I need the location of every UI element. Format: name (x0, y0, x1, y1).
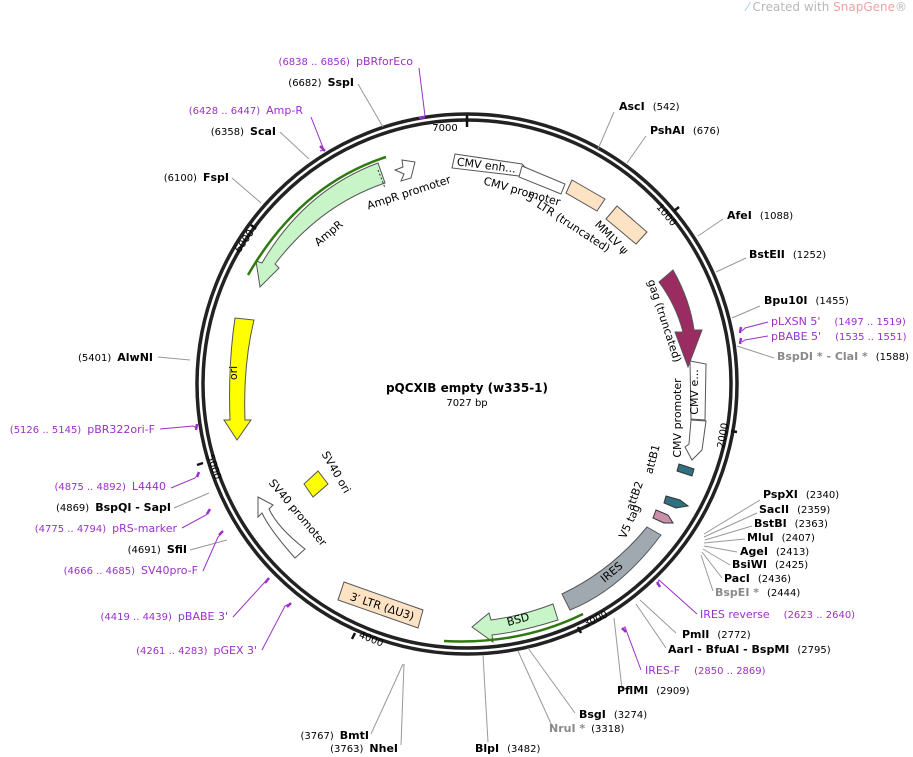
enzyme-bstbi[interactable]: BstBI(2363) (754, 517, 828, 530)
watermark-suffix: ® (895, 0, 907, 14)
enzyme-pshai[interactable]: PshAI(676) (650, 124, 720, 137)
feature-label-cmv-e2: CMV e... (688, 369, 701, 414)
tick-2000 (730, 429, 738, 434)
enzyme-bspqi-sapi[interactable]: (4869)BspQI - SapI (56, 501, 171, 514)
feature-bsd[interactable]: BSD (471, 603, 559, 644)
primer-sv40pro-f[interactable]: (4666 .. 4685)SV40pro-F (64, 564, 198, 577)
feature-ires[interactable]: IRES (561, 526, 662, 611)
enzyme-sfii[interactable]: (4691)SfiI (128, 543, 187, 556)
feature-label-sv40-ori: SV40 ori (319, 449, 353, 496)
feature-label-ori: ori (227, 366, 240, 380)
backbone-outer-ring (195, 112, 739, 656)
feature-ampr[interactable]: AmpR (255, 162, 386, 289)
primer-plxsn-5[interactable]: pLXSN 5'(1497 .. 1519) (771, 315, 906, 328)
highlight-arc-bsd (443, 612, 584, 643)
enzyme-bsteii[interactable]: BstEII(1252) (749, 248, 826, 261)
enzyme-aari-bfuai-bspmi[interactable]: AarI - BfuAI - BspMI(2795) (668, 643, 831, 656)
primer-pgex-3[interactable]: (4261 .. 4283)pGEX 3' (136, 644, 257, 657)
highlight-arc-ampr (246, 155, 387, 276)
tick-label-1000: 1000 (654, 202, 679, 229)
enzyme-bpu10i[interactable]: Bpu10I(1455) (764, 294, 849, 307)
enzyme-blpi[interactable]: BlpI(3482) (475, 742, 540, 755)
enzyme-alwni[interactable]: (5401)AlwNI (78, 351, 153, 364)
enzyme-agei[interactable]: AgeI(2413) (740, 545, 809, 558)
watermark-prefix: Created with (752, 0, 834, 14)
primer-amp-r[interactable]: (6428 .. 6447)Amp-R (189, 104, 304, 117)
enzyme-callouts-left (157, 83, 405, 746)
enzyme-pflmi[interactable]: PflMI(2909) (617, 684, 690, 697)
enzyme-bsgi[interactable]: BsgI(3274) (579, 708, 647, 721)
watermark-leaf-icon: ⁄ (746, 0, 749, 14)
tick-6000 (250, 224, 257, 230)
enzyme-bspei[interactable]: BspEI *(2444) (715, 586, 800, 599)
enzyme-paci[interactable]: PacI(2436) (724, 572, 791, 585)
enzyme-bsiwi[interactable]: BsiWI(2425) (732, 558, 808, 571)
tick-label-2000: 2000 (716, 422, 731, 449)
feature-label-v5: V5 tag (616, 502, 643, 540)
feature-sv40-ori[interactable]: SV40 ori (303, 449, 353, 498)
enzyme-sspi[interactable]: (6682)SspI (288, 76, 354, 89)
primer-prs-marker[interactable]: (4775 .. 4794)pRS-marker (35, 522, 178, 535)
primer-pbrforeco[interactable]: (6838 .. 6856)pBRforEco (279, 55, 414, 68)
primer-pbr322ori-f[interactable]: (5126 .. 5145)pBR322ori-F (10, 423, 155, 436)
enzyme-mlui[interactable]: MluI(2407) (747, 531, 815, 544)
watermark-brand: SnapGene (833, 0, 895, 14)
plasmid-length: 7027 bp (446, 398, 487, 409)
tick-3000 (576, 626, 583, 634)
snapgene-watermark: ⁄ Created with SnapGene® (747, 0, 907, 14)
feature-label-ampr: AmpR (312, 218, 346, 249)
enzyme-callouts-right (482, 111, 775, 743)
primer-ires-f[interactable]: IRES-F(2850 .. 2869) (645, 664, 766, 677)
primer-ires-reverse[interactable]: IRES reverse(2623 .. 2640) (700, 608, 855, 621)
tick-label-5000: 5000 (204, 453, 222, 481)
tick-label-7000: 7000 (432, 123, 457, 134)
enzyme-labels-right: AscI(542) PshAI(676) AfeI(1088) BstEII(1… (475, 100, 909, 755)
enzyme-pspxi[interactable]: PspXI(2340) (763, 488, 839, 501)
tick-4000 (350, 632, 357, 640)
feature-cmv-promoter-2[interactable]: CMV promoter (671, 378, 707, 461)
enzyme-bmti[interactable]: (3767)BmtI (301, 729, 369, 742)
enzyme-scai[interactable]: (6358)ScaI (211, 125, 276, 138)
feature-label-cmv-promoter-2: CMV promoter (671, 378, 684, 458)
plasmid-title: pQCXIB empty (w335-1) (386, 381, 548, 395)
feature-ori[interactable]: ori (223, 317, 255, 441)
feature-cmv-enhancer-2[interactable]: CMV e... (688, 360, 707, 421)
enzyme-nhei[interactable]: (3763)NheI (330, 742, 398, 755)
primer-pbabe-5[interactable]: pBABE 5'(1535 .. 1551) (771, 330, 907, 343)
tick-5000 (196, 461, 204, 467)
primer-l4440[interactable]: (4875 .. 4892)L4440 (54, 480, 166, 493)
enzyme-pmli[interactable]: PmlI(2772) (682, 628, 751, 641)
enzyme-nrui[interactable]: NruI *(3318) (549, 722, 624, 735)
tick-1000 (673, 206, 680, 212)
feature-label-attb1: attB1 (642, 443, 662, 475)
enzyme-afei[interactable]: AfeI(1088) (727, 209, 793, 222)
primer-pbabe-3[interactable]: (4419 .. 4439)pBABE 3' (101, 610, 229, 623)
enzyme-sacii[interactable]: SacII(2359) (759, 503, 830, 516)
enzyme-labels-left: (3763)NheI (3767)BmtI (4691)SfiI (4869)B… (56, 76, 398, 755)
enzyme-asci[interactable]: AscI(542) (619, 100, 680, 113)
enzyme-bspdi-clai[interactable]: BspDI * - ClaI *(1588) (777, 350, 909, 363)
primer-marks (194, 115, 743, 633)
feature-gag[interactable]: gag (truncated) (645, 269, 703, 369)
enzyme-fspi[interactable]: (6100)FspI (164, 171, 229, 184)
feature-label-bsd: BSD (505, 610, 530, 628)
primer-labels: pLXSN 5'(1497 .. 1519) pBABE 5'(1535 .. … (10, 55, 907, 677)
feature-cmv-enhancer[interactable]: CMV enh... (451, 153, 527, 177)
